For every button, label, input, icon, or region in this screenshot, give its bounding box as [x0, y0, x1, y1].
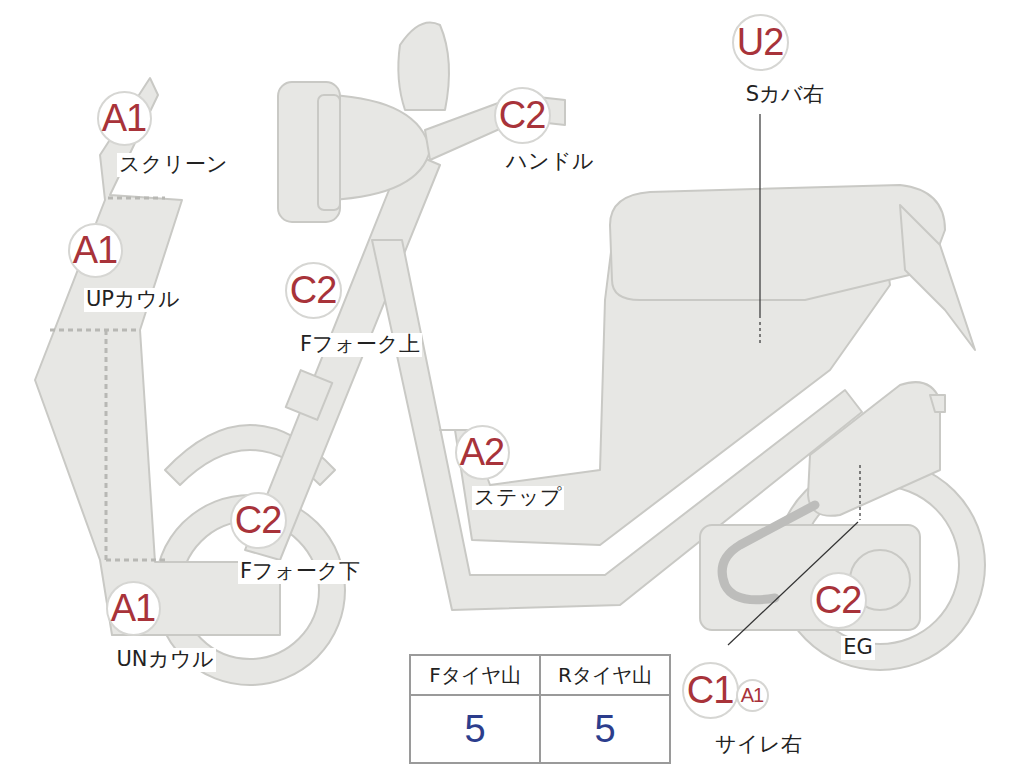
part-name: スクリーン: [117, 153, 230, 176]
callout-circle: A1UNカウル: [106, 581, 161, 636]
callout-code: C2: [235, 501, 282, 539]
callout-code: C2: [290, 271, 337, 309]
part-name: Sカバ右: [744, 83, 826, 106]
callout-circle: C2EG: [810, 572, 867, 629]
table-cell: 5: [542, 697, 668, 761]
callout-code: C2: [499, 96, 546, 134]
part-name: Fフォーク上: [298, 333, 422, 356]
callout-code: A1: [73, 231, 117, 269]
table-header: Rタイヤ山: [558, 662, 652, 689]
callout-code: A1: [102, 99, 146, 137]
part-name: ステップ: [472, 486, 564, 509]
part-name: サイレ右: [713, 733, 804, 756]
callout-circle: A2ステップ: [455, 425, 510, 480]
tire-table: [410, 655, 670, 763]
table-cell: Fタイヤ山: [412, 657, 538, 694]
callout-code: A1: [741, 685, 763, 705]
table-cell: 5: [412, 697, 538, 761]
leader-line: [728, 114, 860, 645]
part-name: EG: [841, 636, 875, 659]
callout-code: U2: [737, 23, 784, 61]
callout-code: A1: [111, 589, 155, 627]
part-name: UPカウル: [84, 288, 182, 311]
callout-code: C2: [815, 581, 862, 619]
callout-code: C1: [687, 671, 734, 709]
table-header: Fタイヤ山: [429, 662, 521, 689]
table-value: 5: [594, 708, 615, 751]
callout-circle: A1: [736, 679, 769, 712]
callout-circle: U2Sカバ右: [732, 14, 789, 71]
callout-circle: C1サイレ右: [682, 662, 739, 719]
part-name: Fフォーク下: [238, 560, 362, 583]
callout-circle: A1UPカウル: [68, 223, 123, 278]
callout-circle: C2ハンドル: [494, 87, 551, 144]
callout-circle: A1スクリーン: [97, 91, 152, 146]
callout-code: A2: [460, 433, 504, 471]
callout-circle: C2Fフォーク下: [230, 492, 287, 549]
table-value: 5: [464, 708, 485, 751]
table-cell: Rタイヤ山: [542, 657, 668, 694]
callout-circle: C2Fフォーク上: [285, 262, 342, 319]
part-name: UNカウル: [114, 648, 215, 671]
part-name: ハンドル: [504, 150, 596, 173]
